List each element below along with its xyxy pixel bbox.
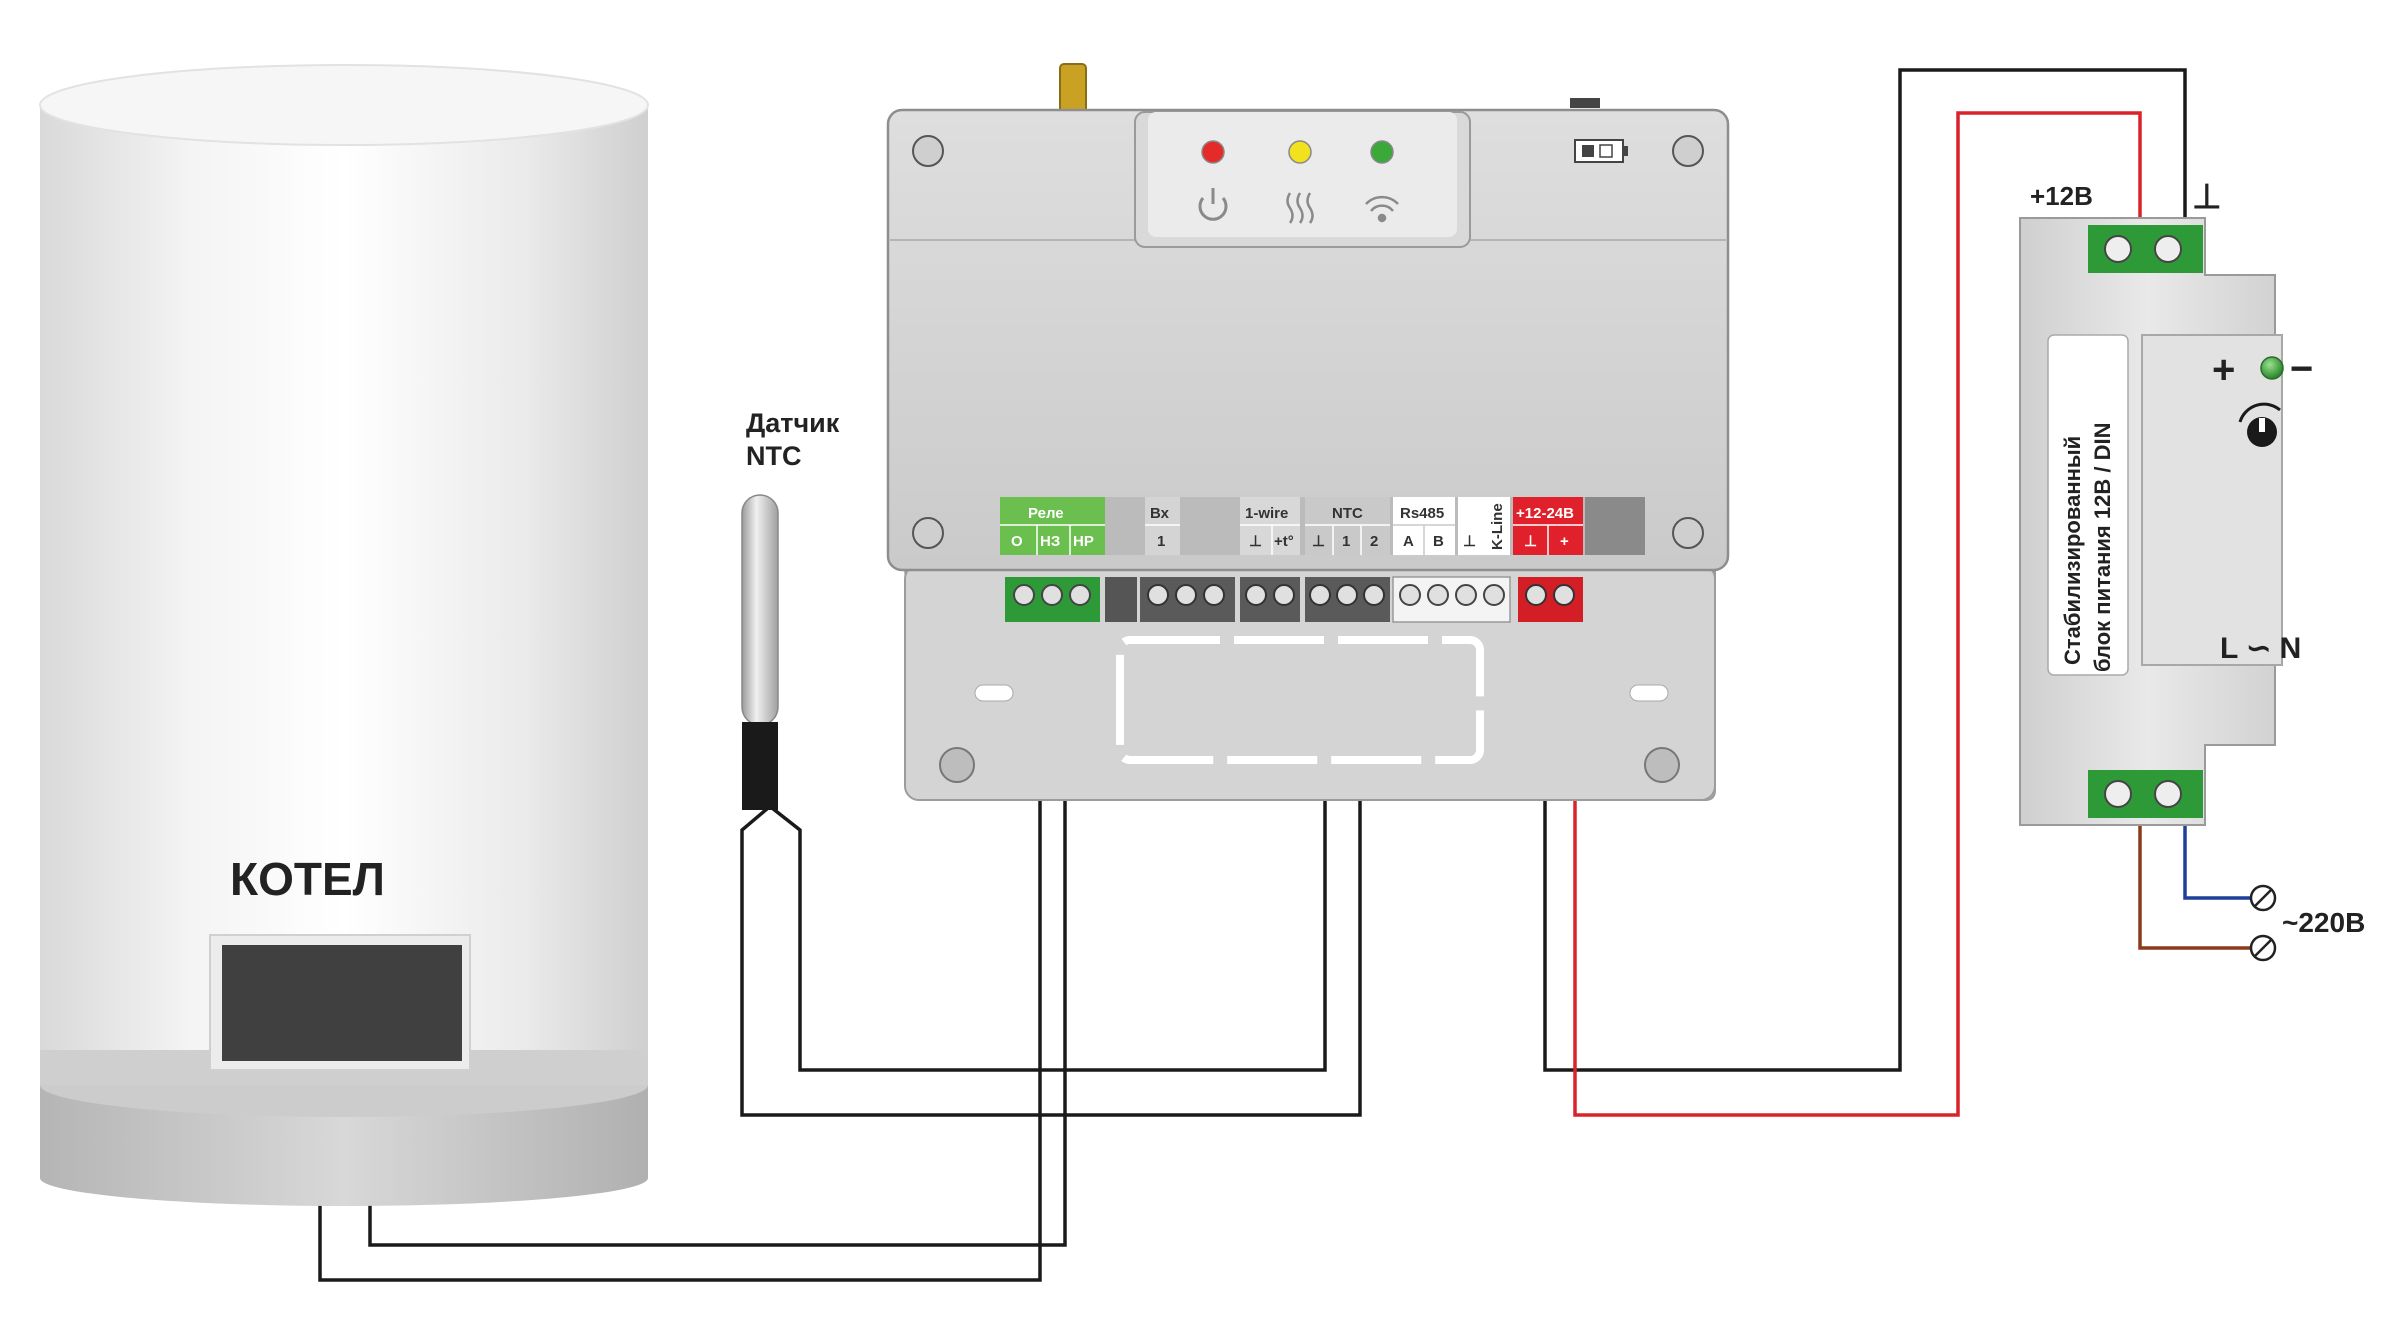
kline-title: K-Line — [1489, 503, 1506, 550]
power-gnd: ⊥ — [1524, 533, 1537, 550]
psu-plus12: +12В — [2030, 181, 2093, 211]
wire-ntc-2 — [740, 600, 1362, 1117]
psu-ground: ⊥ — [2192, 178, 2222, 216]
screw-icon — [939, 747, 975, 783]
relay-title: Реле — [1028, 505, 1064, 522]
mains-terminal-n — [2249, 884, 2277, 912]
input-title: Вх — [1150, 505, 1170, 522]
psu-label-plate — [2047, 334, 2129, 676]
psu-l-n: L ∽ N — [2220, 632, 2301, 665]
ntc-title: NTC — [1332, 505, 1363, 522]
adjust-knob-icon — [2238, 402, 2281, 447]
led-green — [1370, 140, 1394, 164]
kline-label-block — [1458, 497, 1510, 555]
rs485-a: A — [1403, 533, 1414, 550]
battery-icon — [1574, 139, 1628, 163]
ntc-label-block — [1305, 497, 1390, 555]
ntc-gnd: ⊥ — [1312, 533, 1325, 550]
wifi-icon — [1365, 195, 1399, 223]
psu-label-line1: Стабилизированный — [2060, 436, 2085, 665]
psu-status-led — [2260, 356, 2284, 380]
onewire-gnd: ⊥ — [1249, 533, 1262, 550]
wire-mains-l — [2138, 820, 2255, 950]
wire-relay-o — [318, 600, 1042, 1282]
screw-icon — [912, 517, 944, 549]
rs485-b: B — [1433, 533, 1444, 550]
psu-plus-sign: + — [2212, 348, 2235, 392]
sensor-label-line1: Датчик — [746, 408, 840, 438]
mains-terminal-l — [2249, 934, 2277, 962]
boiler: КОТЕЛ — [39, 64, 649, 1206]
input-1: 1 — [1157, 533, 1165, 550]
relay-nz: НЗ — [1040, 533, 1060, 550]
psu-mains-label: ~220В — [2282, 907, 2365, 938]
relay-o: О — [1011, 533, 1023, 550]
ntc-2: 2 — [1370, 533, 1378, 550]
onewire-title: 1-wire — [1245, 505, 1288, 522]
ntc-1: 1 — [1342, 533, 1350, 550]
wire-mains-n — [2183, 820, 2255, 900]
input-label-block — [1145, 497, 1180, 555]
terminal-blocks — [1005, 576, 1583, 623]
screw-icon — [912, 135, 944, 167]
wire-ntc-1 — [770, 600, 1327, 1072]
rs485-title: Rs485 — [1400, 505, 1444, 522]
wire-relay-nz — [368, 600, 1067, 1247]
antenna — [1059, 63, 1087, 117]
led-red — [1201, 140, 1225, 164]
led-yellow — [1288, 140, 1312, 164]
power-supply: +12В ⊥ Стабилизированный блок питания 12… — [2019, 178, 2365, 962]
screw-icon — [1672, 135, 1704, 167]
wires — [318, 68, 2255, 1282]
power-icon — [1198, 188, 1228, 221]
kline-gnd: ⊥ — [1463, 533, 1476, 550]
ntc-sensor: Датчик NTC — [741, 408, 840, 810]
relay-nr: НР — [1073, 533, 1094, 550]
boiler-label: КОТЕЛ — [230, 853, 385, 905]
psu-label-line2: блок питания 12В / DIN — [2090, 423, 2115, 672]
heating-icon — [1286, 192, 1314, 224]
power-title: +12-24В — [1516, 505, 1574, 522]
wire-power-plus — [1573, 111, 2142, 1117]
screw-icon — [1672, 517, 1704, 549]
onewire-t: +t° — [1274, 533, 1294, 550]
wire-power-ground — [1543, 68, 2187, 1072]
onewire-label-block — [1240, 497, 1300, 555]
power-plus: + — [1560, 533, 1569, 550]
psu-minus-sign: − — [2290, 347, 2313, 391]
screw-icon — [1644, 747, 1680, 783]
controller: Реле О НЗ НР Вх 1 1-wire ⊥ +t° NTC ⊥ 1 2… — [886, 63, 1730, 801]
sensor-label-line2: NTC — [746, 441, 802, 471]
relay-label-block — [1000, 497, 1105, 555]
